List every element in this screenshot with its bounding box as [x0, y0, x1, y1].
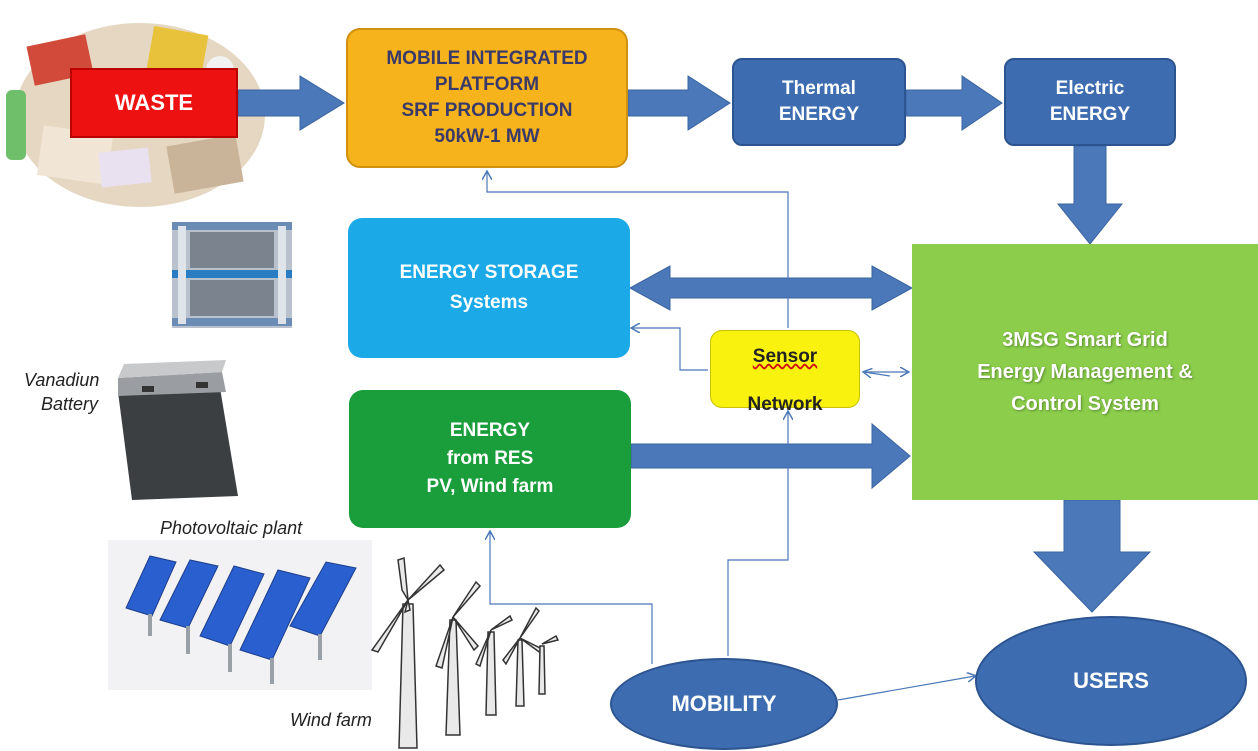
mobile-platform-box: MOBILE INTEGRATED PLATFORM SRF PRODUCTIO…: [346, 28, 628, 168]
arrow-platform-to-thermal: [627, 75, 731, 131]
link-mobility-to-sensor: [727, 412, 788, 656]
block-arrows: [237, 75, 1152, 613]
users-ellipse: USERS: [975, 616, 1247, 746]
link-sensor-to-platform: [487, 172, 789, 328]
link-smartgrid-sensor: [864, 372, 891, 376]
arrow-res-to-smartgrid: [630, 422, 911, 490]
smart-grid-box: 3MSG Smart Grid Energy Management & Cont…: [912, 244, 1258, 500]
wind-farm-image: [370, 556, 560, 749]
battery-image: [118, 360, 238, 500]
vanadium-battery-caption: Vanadiun Battery: [24, 370, 100, 414]
energy-res-box: ENERGY from RES PV, Wind farm: [349, 390, 631, 528]
thermal-energy-box: Thermal ENERGY: [732, 58, 906, 146]
pv-plant-caption: Photovoltaic plant: [160, 518, 303, 538]
arrow-smartgrid-to-users: [1032, 499, 1152, 613]
fuel-cell-stack-image: [172, 222, 292, 328]
sensor-label-word: Sensor: [752, 346, 818, 367]
thin-connectors: [487, 172, 975, 701]
energy-storage-box: ENERGY STORAGE Systems: [348, 218, 630, 358]
sensor-network-box: Sensor Network: [710, 330, 860, 415]
electric-energy-box: Electric ENERGY: [1004, 58, 1176, 146]
arrow-electric-to-smartgrid: [1056, 145, 1124, 245]
mobility-ellipse: MOBILITY: [610, 658, 838, 750]
link-mobility-to-res: [490, 532, 653, 664]
pv-plant-image: [108, 540, 372, 690]
arrow-thermal-to-electric: [905, 75, 1003, 131]
waste-box: WASTE: [70, 68, 238, 138]
arrow-storage-smartgrid: [628, 265, 914, 311]
link-sensor-to-storage: [632, 328, 708, 371]
sensor-label-network: Network: [747, 394, 823, 415]
link-mobility-to-users: [837, 676, 975, 701]
wind-farm-caption: Wind farm: [290, 710, 372, 730]
arrow-waste-to-platform: [237, 75, 345, 131]
